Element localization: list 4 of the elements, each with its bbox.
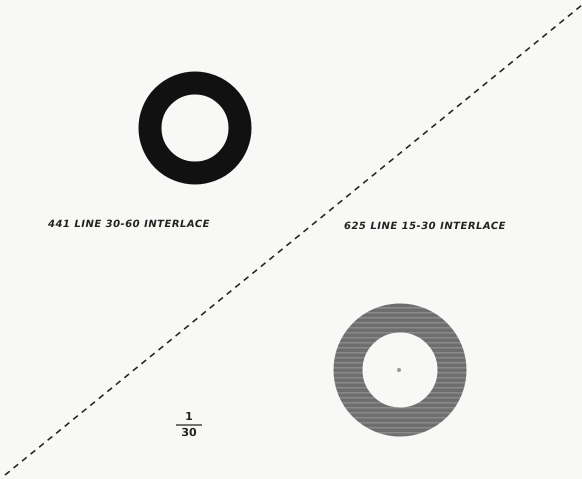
caption-text: 441 LINE 30-60 INTERLACE <box>48 219 210 230</box>
fraction-denominator: 30 <box>180 426 198 439</box>
fraction-numerator: 1 <box>184 410 194 423</box>
caption-text: 625 LINE 15-30 INTERLACE <box>344 221 506 232</box>
